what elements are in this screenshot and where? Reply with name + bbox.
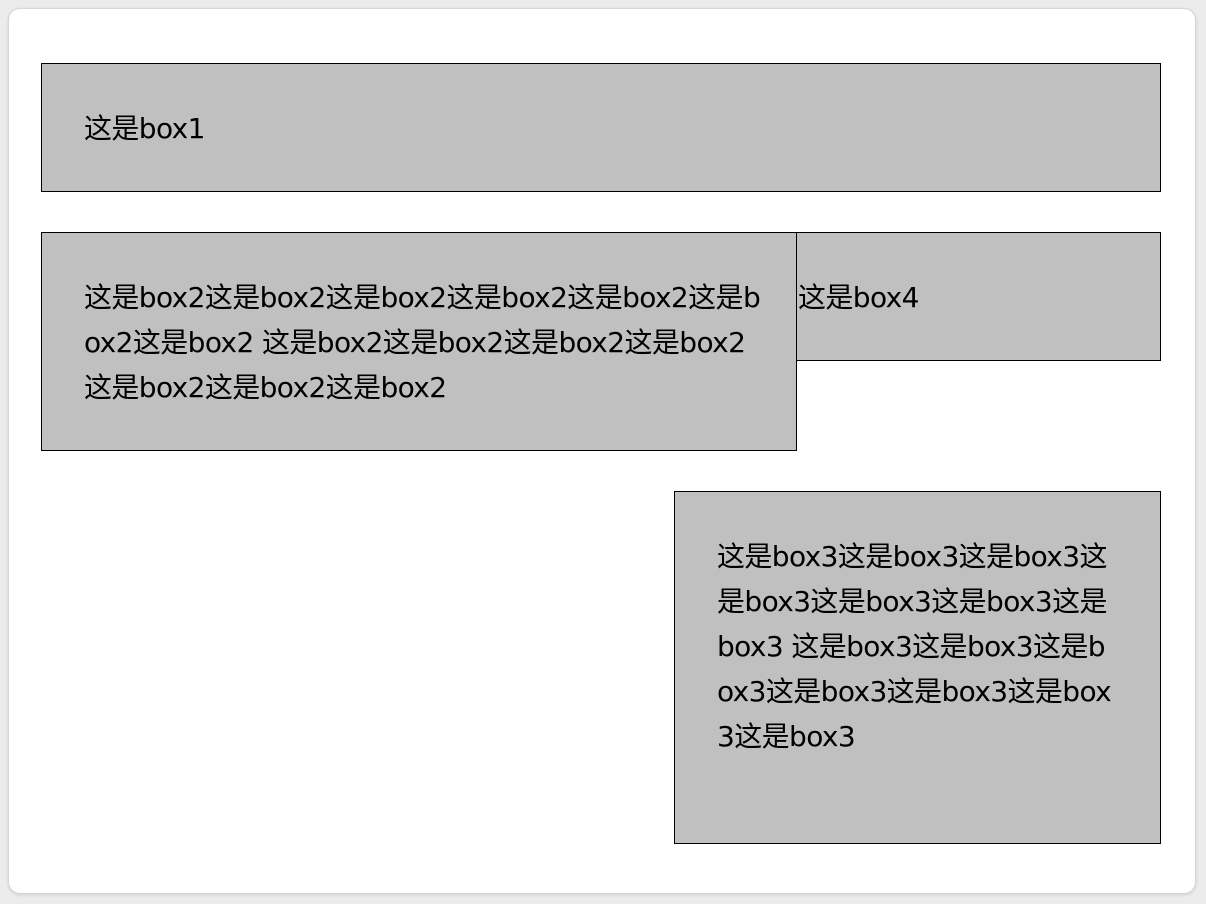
box1-text: 这是box1 bbox=[84, 112, 205, 145]
box2-text: 这是box2这是box2这是box2这是box2这是box2这是box2这是bo… bbox=[84, 281, 761, 404]
box4-text: 这是box4 bbox=[798, 281, 919, 314]
box1: 这是box1 bbox=[41, 63, 1161, 192]
box3: 这是box3这是box3这是box3这是box3这是box3这是box3这是bo… bbox=[674, 491, 1161, 844]
box3-text: 这是box3这是box3这是box3这是box3这是box3这是box3这是bo… bbox=[717, 540, 1112, 753]
box2: 这是box2这是box2这是box2这是box2这是box2这是box2这是bo… bbox=[41, 232, 797, 451]
page-frame: 这是box1 这是box4 这是box2这是box2这是box2这是box2这是… bbox=[8, 8, 1196, 894]
